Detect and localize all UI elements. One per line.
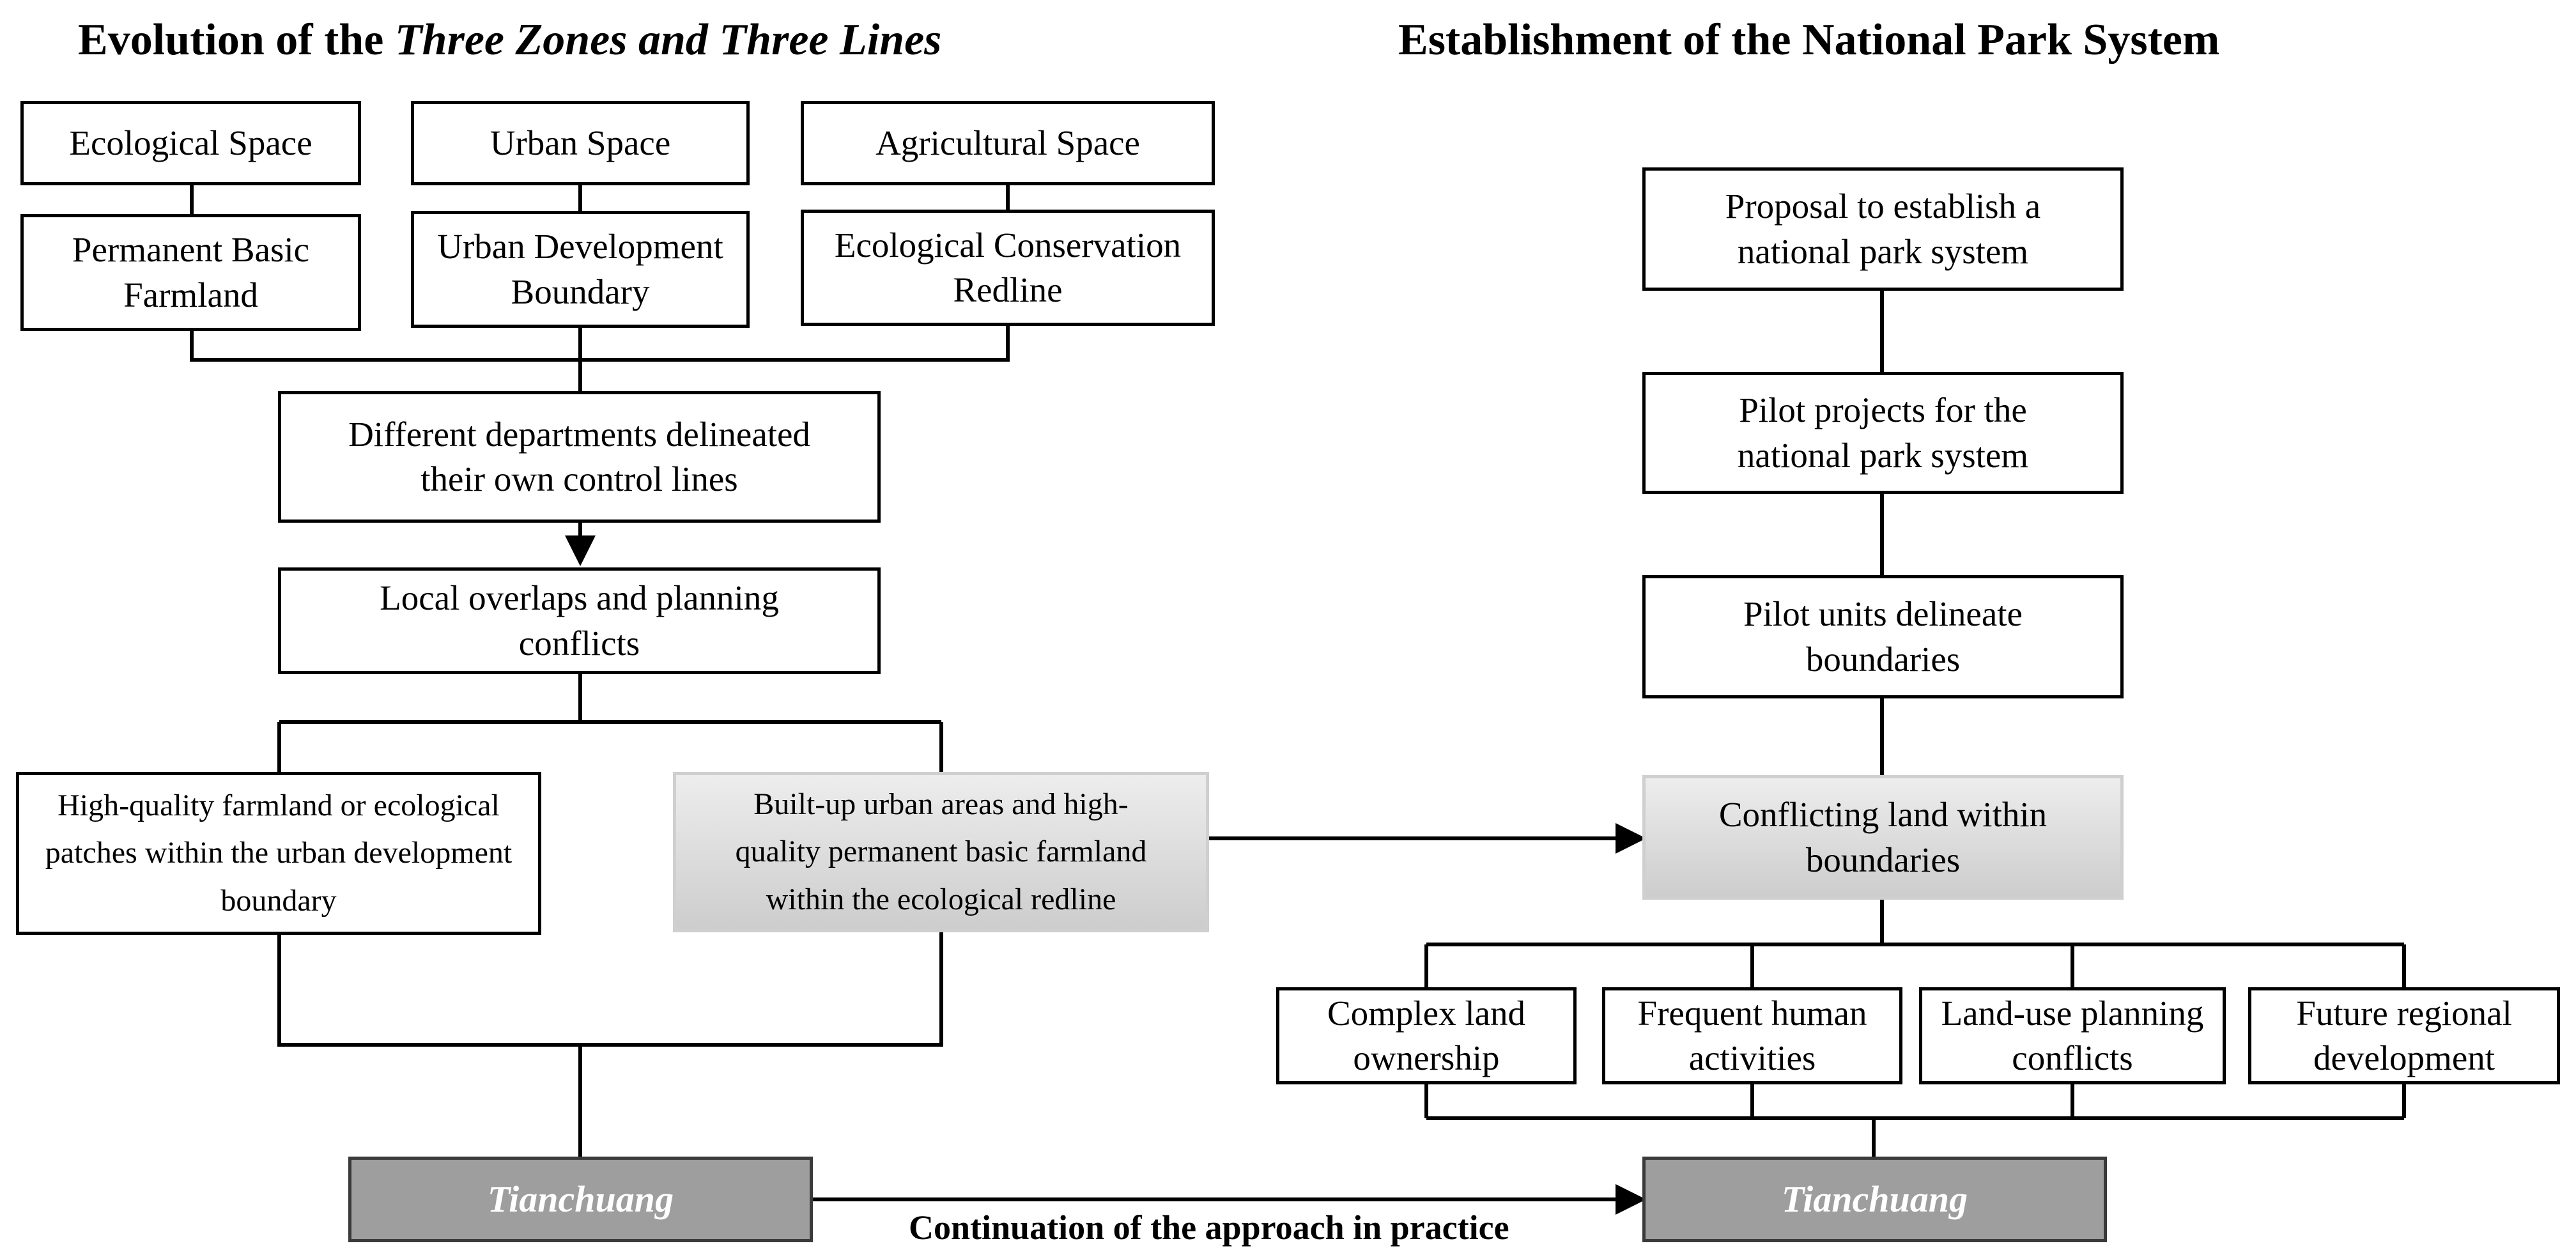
- built-up-urban-areas-box: Built-up urban areas and high-quality pe…: [673, 772, 1209, 932]
- proposal-box: Proposal to establish a national park sy…: [1642, 167, 2124, 291]
- urban-development-boundary-box: Urban Development Boundary: [411, 211, 750, 328]
- continuation-caption: Continuation of the approach in practice: [909, 1208, 1509, 1247]
- local-overlaps-box: Local overlaps and planning conflicts: [278, 567, 881, 674]
- left-heading-italic: Three Zones and Three Lines: [394, 15, 942, 65]
- agricultural-space-box: Agricultural Space: [801, 101, 1215, 185]
- pilot-units-box: Pilot units delineate boundaries: [1642, 575, 2124, 698]
- future-regional-development-box: Future regional development: [2248, 987, 2560, 1084]
- urban-space-box: Urban Space: [411, 101, 750, 185]
- left-heading-prefix: Evolution of the: [78, 15, 395, 65]
- right-tianchuang-box: Tianchuang: [1642, 1157, 2107, 1242]
- left-heading: Evolution of the Three Zones and Three L…: [78, 18, 941, 63]
- land-use-planning-conflicts-box: Land-use planning conflicts: [1919, 987, 2226, 1084]
- high-quality-farmland-box: High-quality farmland or ecological patc…: [16, 772, 541, 935]
- pilot-projects-box: Pilot projects for the national park sys…: [1642, 372, 2124, 494]
- complex-land-ownership-box: Complex land ownership: [1276, 987, 1577, 1084]
- left-tianchuang-box: Tianchuang: [348, 1157, 813, 1242]
- ecological-space-box: Ecological Space: [20, 101, 361, 185]
- ecological-conservation-redline-box: Ecological Conservation Redline: [801, 210, 1215, 326]
- right-heading: Establishment of the National Park Syste…: [1398, 15, 2220, 65]
- conflicting-land-box: Conflicting land within boundaries: [1642, 775, 2124, 900]
- permanent-basic-farmland-box: Permanent Basic Farmland: [20, 214, 361, 331]
- frequent-human-activities-box: Frequent human activities: [1602, 987, 1902, 1084]
- departments-delineated-box: Different departments delineated their o…: [278, 391, 881, 523]
